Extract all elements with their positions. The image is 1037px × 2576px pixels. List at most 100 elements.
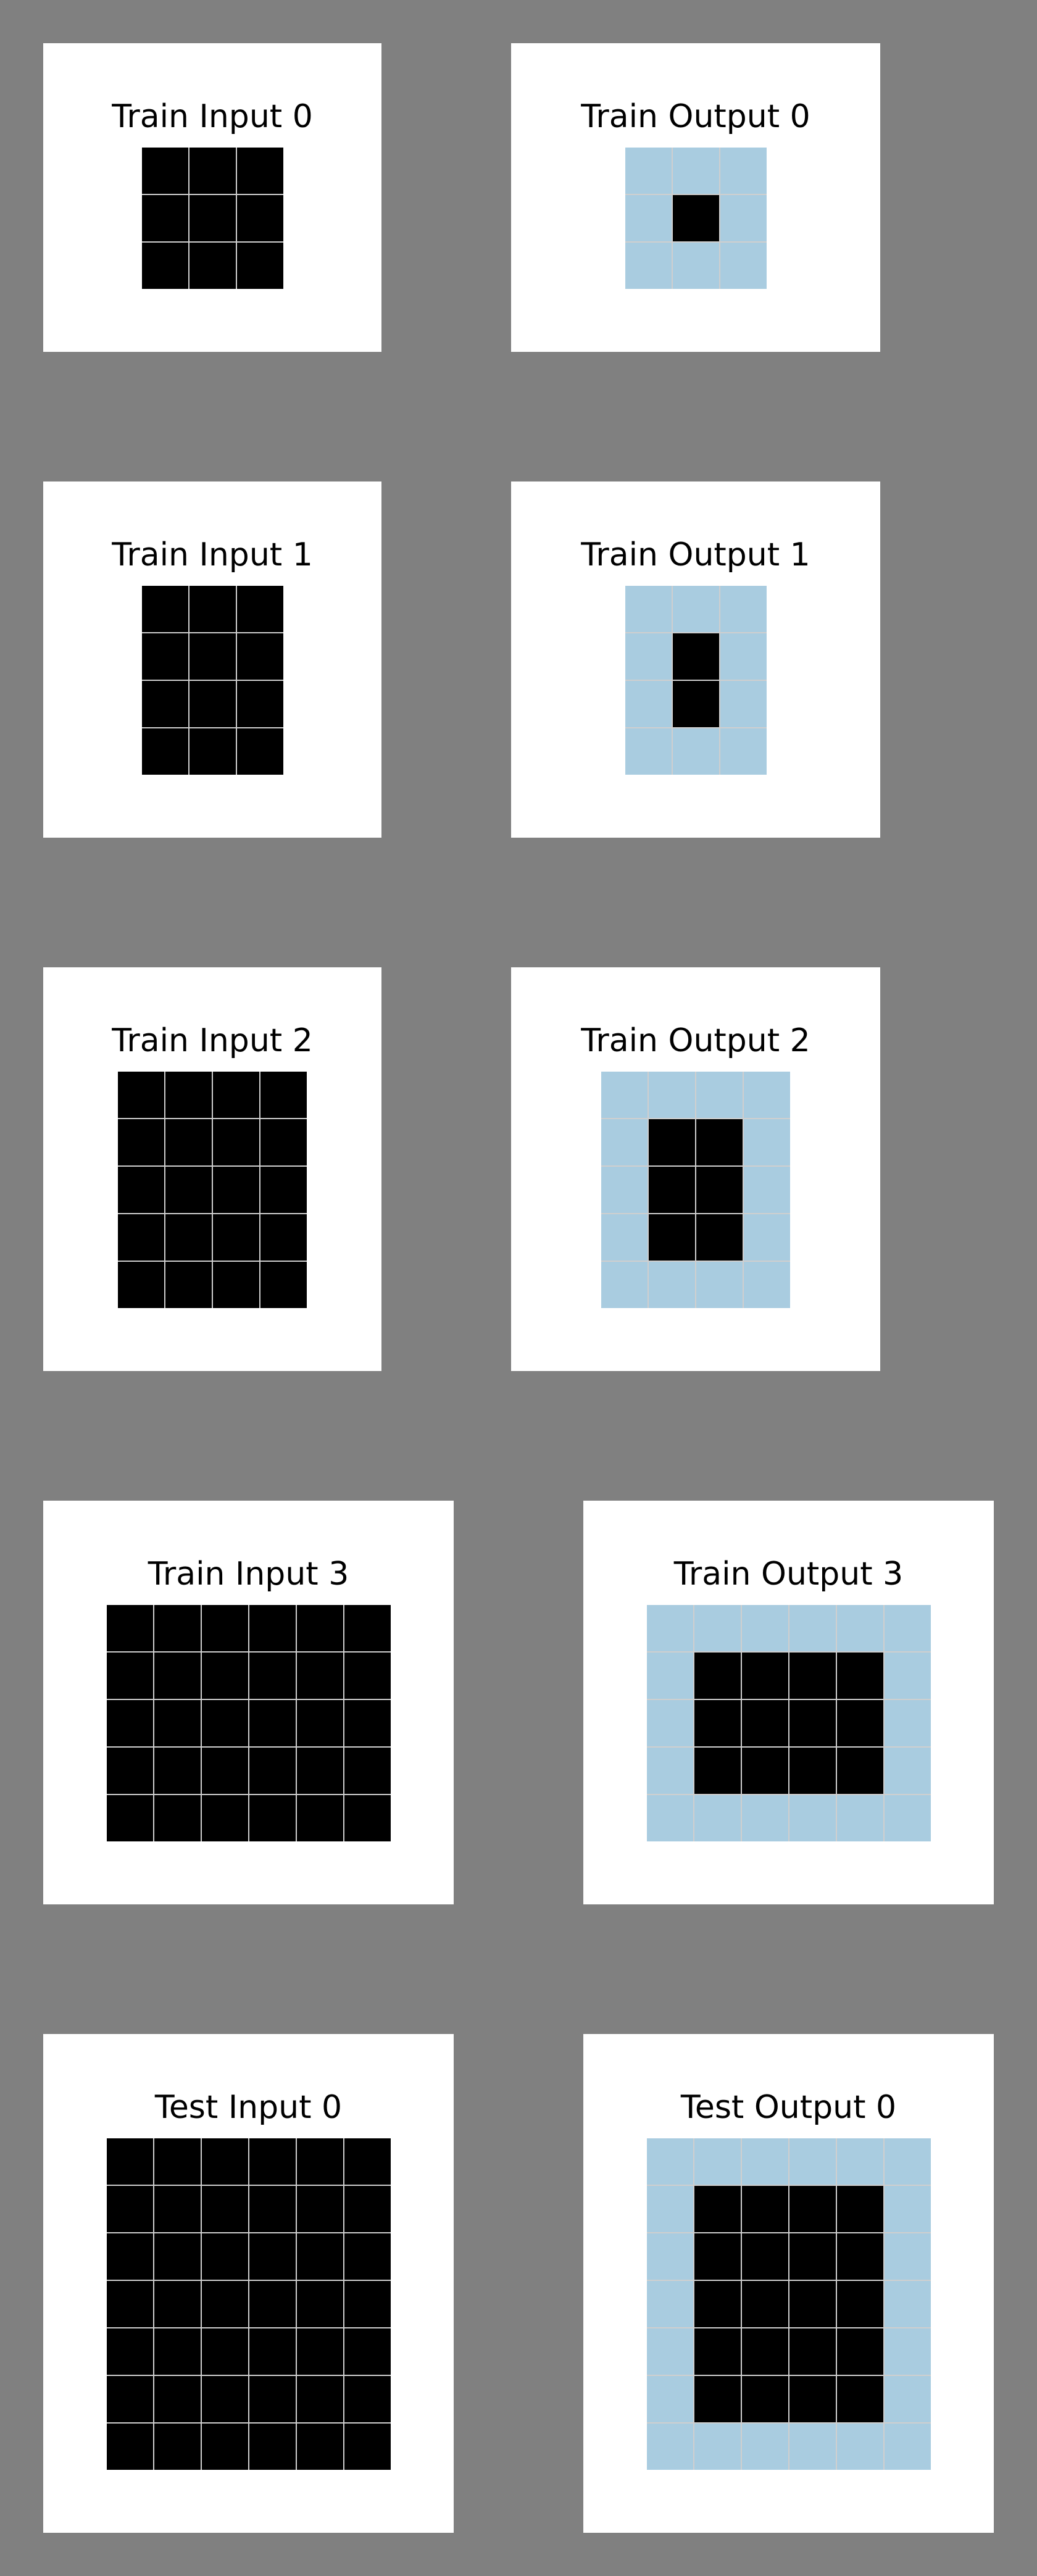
grid-cell <box>260 1072 307 1118</box>
train-input-0-title: Train Input 0 <box>112 98 313 135</box>
grid-cell <box>118 1167 164 1213</box>
grid-cell <box>720 586 767 632</box>
grid-cell <box>625 586 672 632</box>
grid-cell <box>260 1119 307 1165</box>
grid-cell <box>837 2186 883 2232</box>
train-output-2-panel: Train Output 2 <box>511 967 880 1371</box>
grid-cell <box>742 1653 788 1699</box>
grid-cell <box>297 2233 343 2280</box>
grid-cell <box>742 2424 788 2470</box>
grid-cell <box>694 1700 741 1746</box>
grid-cell <box>649 1167 695 1213</box>
grid-cell <box>837 1700 883 1746</box>
train-output-2-grid <box>601 1072 790 1308</box>
grid-cell <box>237 243 283 289</box>
grid-cell <box>107 2328 153 2375</box>
grid-cell <box>789 2376 836 2422</box>
train-output-3-grid <box>647 1605 931 1841</box>
grid-cell <box>647 2138 693 2185</box>
grid-cell <box>694 2281 741 2327</box>
grid-cell <box>744 1072 790 1118</box>
grid-cell <box>154 2424 201 2470</box>
grid-cell <box>837 2376 883 2422</box>
grid-cell <box>742 1605 788 1651</box>
grid-cell <box>742 2376 788 2422</box>
grid-cell <box>649 1072 695 1118</box>
grid-cell <box>742 2186 788 2232</box>
grid-cell <box>107 1700 153 1746</box>
grid-cell <box>297 1748 343 1794</box>
grid-cell <box>789 1605 836 1651</box>
grid-cell <box>189 728 236 775</box>
grid-cell <box>720 148 767 194</box>
grid-cell <box>297 2281 343 2327</box>
grid-cell <box>789 2186 836 2232</box>
grid-cell <box>118 1119 164 1165</box>
grid-cell <box>344 1700 391 1746</box>
grid-cell <box>202 2424 248 2470</box>
grid-cell <box>673 586 719 632</box>
grid-cell <box>237 148 283 194</box>
grid-cell <box>742 2281 788 2327</box>
grid-cell <box>142 681 188 727</box>
grid-cell <box>673 728 719 775</box>
grid-cell <box>107 1795 153 1841</box>
grid-cell <box>742 2233 788 2280</box>
grid-cell <box>107 1605 153 1651</box>
grid-cell <box>647 1748 693 1794</box>
grid-cell <box>297 2138 343 2185</box>
grid-cell <box>237 681 283 727</box>
grid-cell <box>789 2233 836 2280</box>
grid-cell <box>297 1700 343 1746</box>
train-input-3-panel: Train Input 3 <box>43 1501 454 1904</box>
grid-cell <box>696 1262 743 1308</box>
grid-cell <box>789 2424 836 2470</box>
grid-cell <box>213 1262 259 1308</box>
train-output-3-title: Train Output 3 <box>673 1556 904 1593</box>
train-input-2-grid <box>118 1072 307 1308</box>
grid-cell <box>789 1795 836 1841</box>
grid-cell <box>202 2328 248 2375</box>
grid-cell <box>154 1700 201 1746</box>
grid-cell <box>297 2376 343 2422</box>
grid-cell <box>625 243 672 289</box>
train-input-1-panel: Train Input 1 <box>43 481 381 838</box>
grid-cell <box>107 2233 153 2280</box>
train-output-3-panel: Train Output 3 <box>583 1501 994 1904</box>
grid-cell <box>625 633 672 680</box>
grid-cell <box>885 2328 931 2375</box>
train-output-1-grid <box>625 586 767 775</box>
grid-cell <box>673 195 719 241</box>
grid-cell <box>260 1214 307 1261</box>
grid-cell <box>601 1167 648 1213</box>
grid-cell <box>625 681 672 727</box>
train-output-1-title: Train Output 1 <box>581 536 810 573</box>
grid-cell <box>154 2186 201 2232</box>
grid-cell <box>154 1748 201 1794</box>
grid-cell <box>202 2281 248 2327</box>
grid-cell <box>202 2376 248 2422</box>
grid-cell <box>647 2281 693 2327</box>
grid-cell <box>213 1167 259 1213</box>
grid-cell <box>297 2186 343 2232</box>
grid-cell <box>107 2376 153 2422</box>
grid-cell <box>202 1605 248 1651</box>
grid-cell <box>249 2233 296 2280</box>
grid-cell <box>344 1748 391 1794</box>
grid-cell <box>649 1214 695 1261</box>
grid-cell <box>789 1653 836 1699</box>
grid-cell <box>249 1605 296 1651</box>
grid-cell <box>647 2233 693 2280</box>
grid-cell <box>154 1795 201 1841</box>
grid-cell <box>142 586 188 632</box>
grid-cell <box>154 2281 201 2327</box>
test-output-0-grid <box>647 2138 931 2470</box>
grid-cell <box>154 2138 201 2185</box>
grid-cell <box>789 1700 836 1746</box>
grid-cell <box>647 1605 693 1651</box>
grid-cell <box>107 2138 153 2185</box>
grid-cell <box>694 2186 741 2232</box>
grid-cell <box>837 1653 883 1699</box>
grid-cell <box>647 1700 693 1746</box>
grid-cell <box>601 1119 648 1165</box>
